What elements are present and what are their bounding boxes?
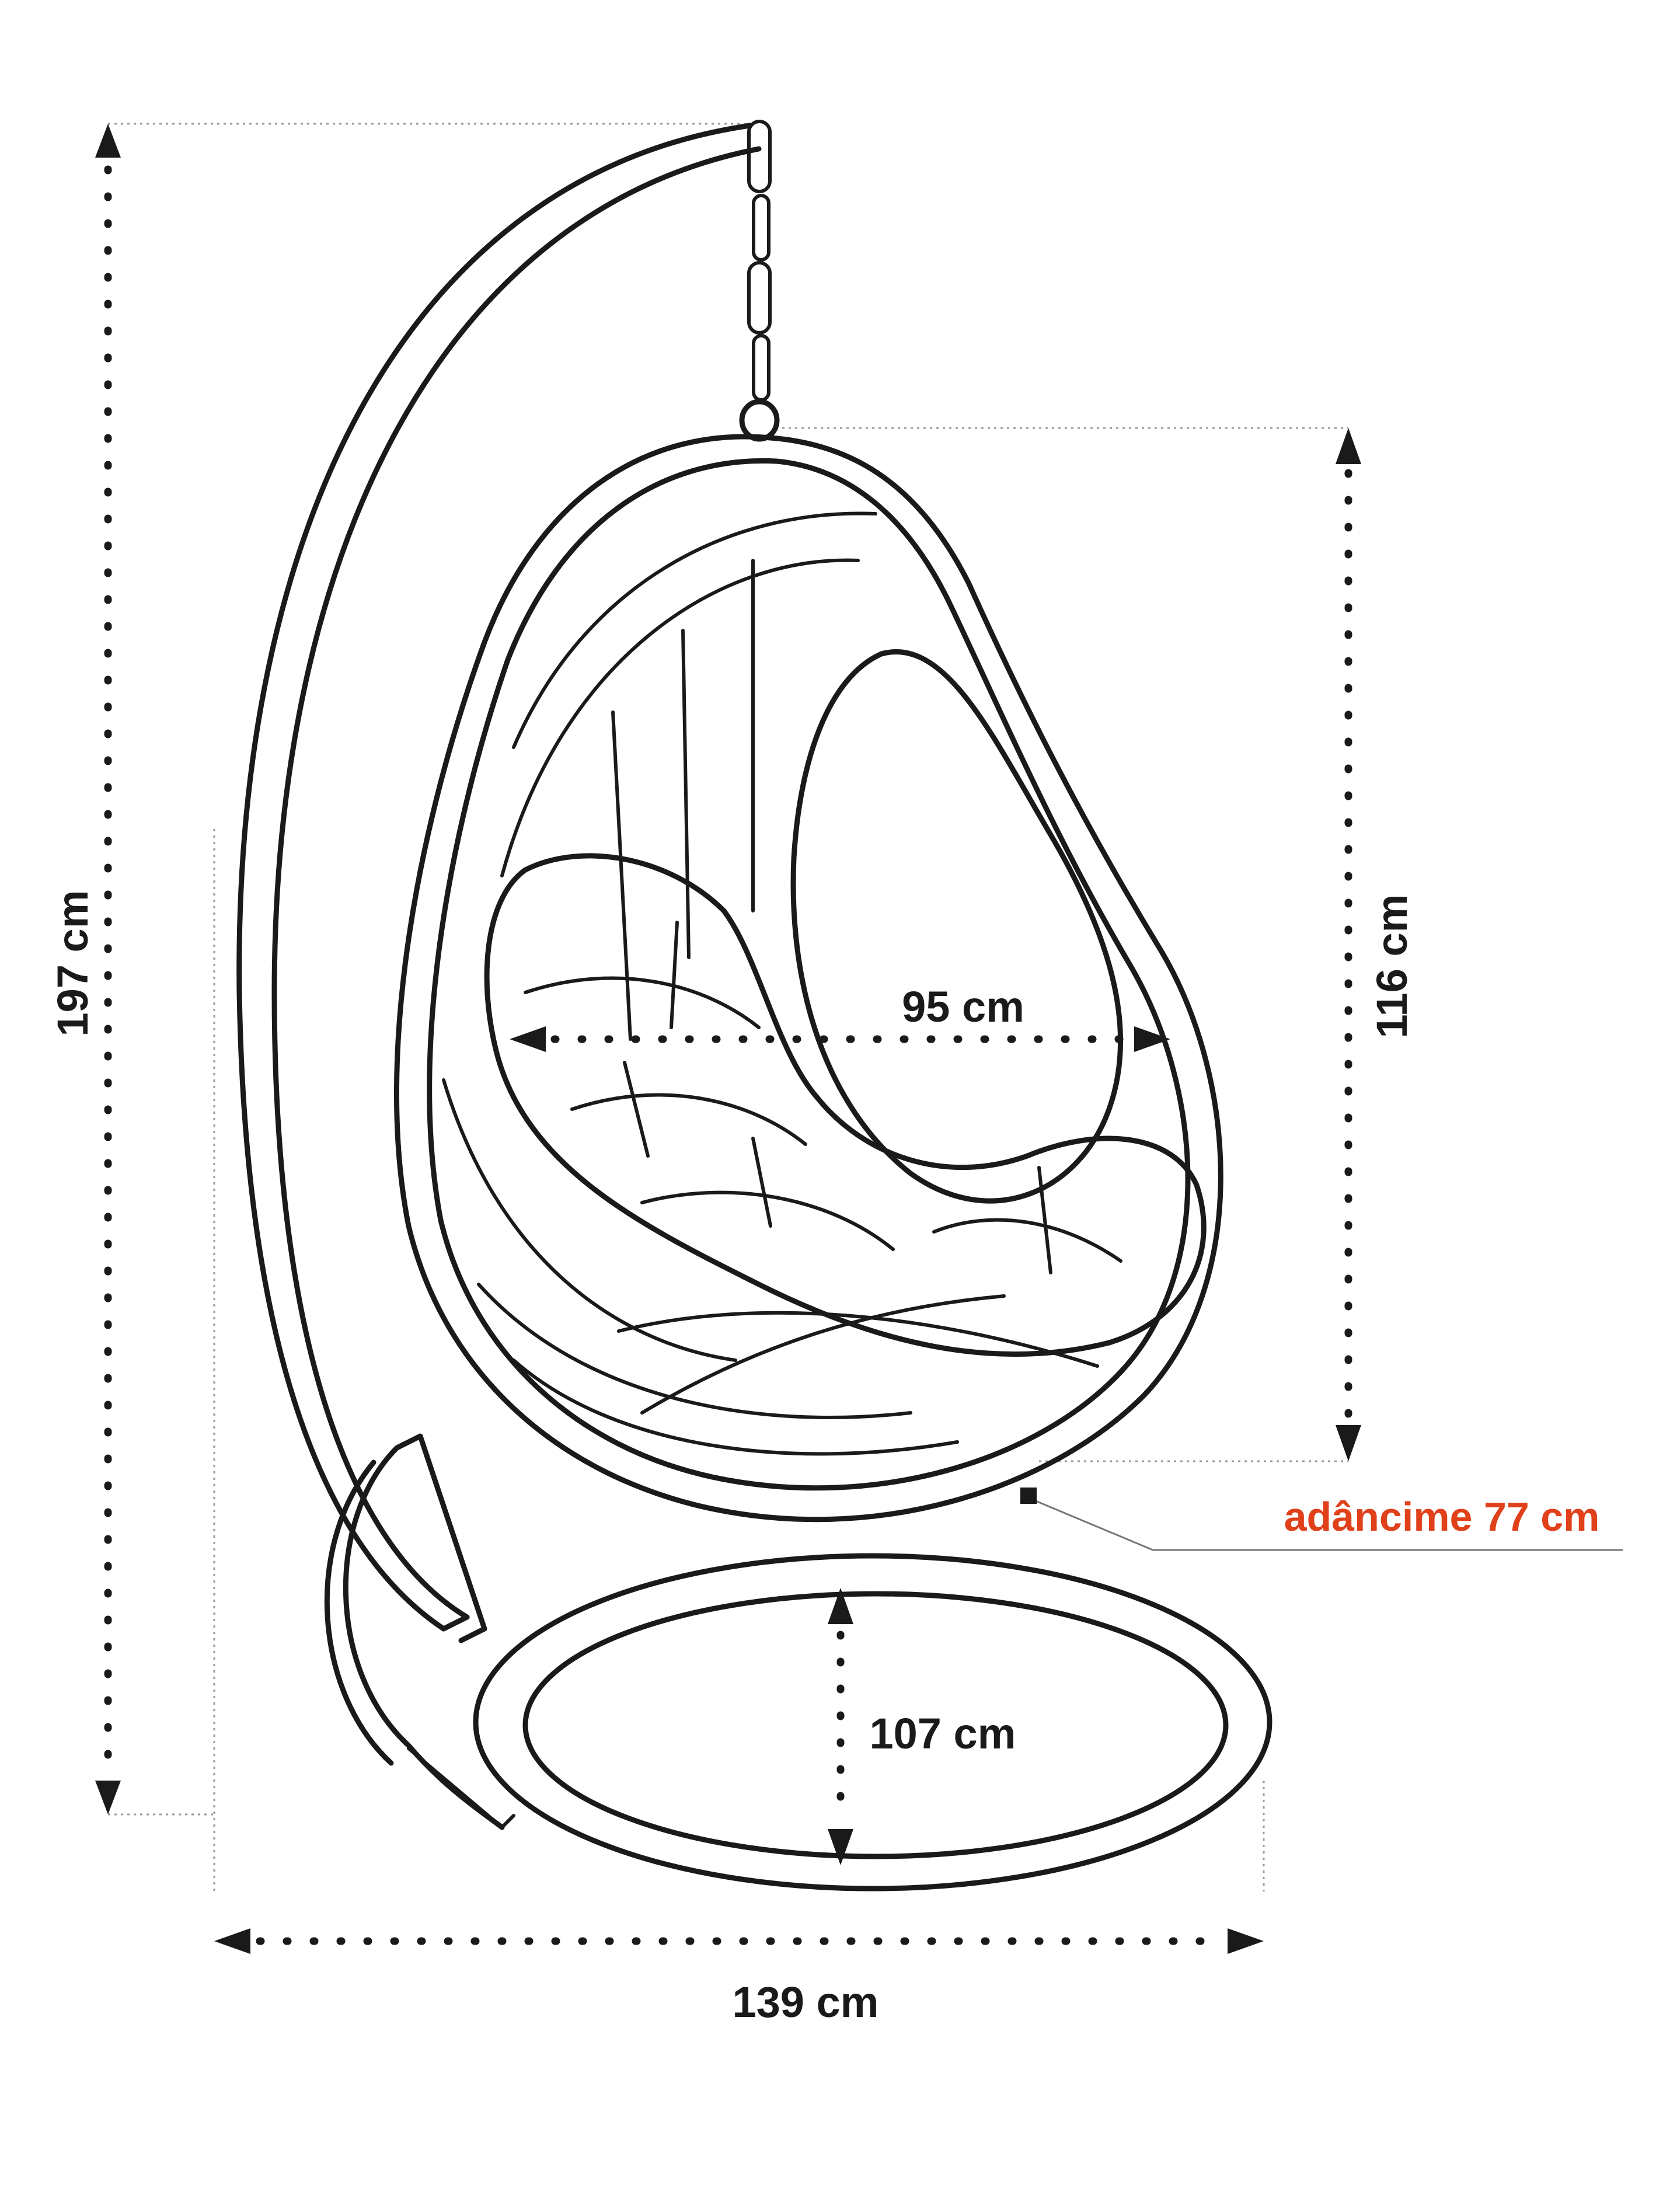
depth-callout-marker <box>1020 1488 1037 1504</box>
dimension-base-width <box>214 1928 1264 1954</box>
egg-chair <box>393 434 1223 1523</box>
chain <box>739 120 780 442</box>
base-ring <box>324 1433 1272 1891</box>
dimension-chair-width <box>510 1026 1170 1052</box>
dimension-base-depth <box>828 1588 853 1865</box>
label-chair-width: 95 cm <box>902 983 1024 1031</box>
stand-pole <box>236 123 762 1632</box>
dimension-chair-height <box>1336 428 1361 1461</box>
label-total-height: 197 cm <box>48 890 97 1037</box>
label-chair-height: 116 cm <box>1368 894 1416 1039</box>
label-base-depth: 107 cm <box>870 1709 1016 1758</box>
guide-lines <box>108 123 1623 1891</box>
dimension-total-height <box>95 124 121 1814</box>
cushion <box>484 853 1207 1357</box>
label-base-width: 139 cm <box>733 1978 879 2026</box>
label-depth: adâncime 77 cm <box>1284 1494 1600 1539</box>
